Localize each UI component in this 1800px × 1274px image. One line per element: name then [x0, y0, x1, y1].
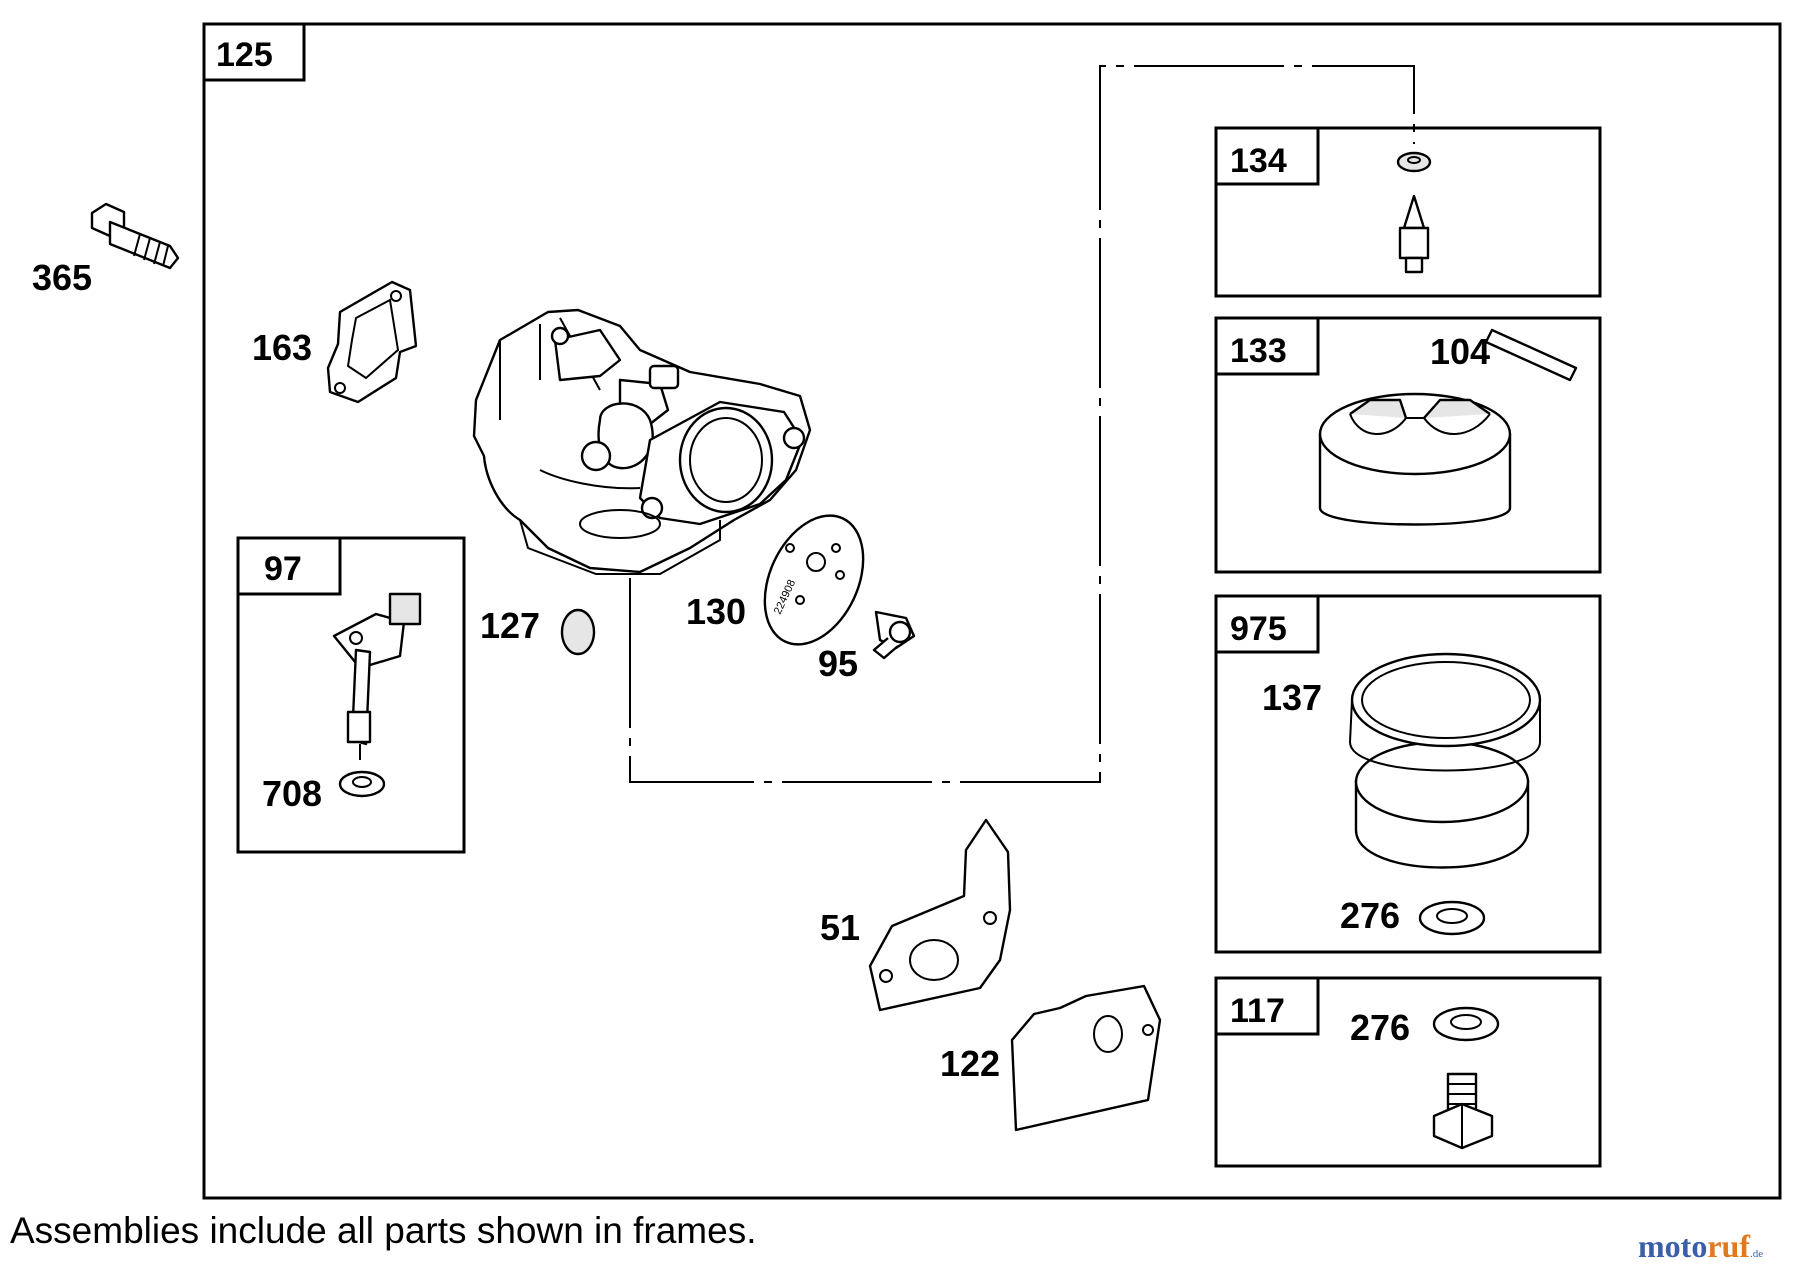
float-bowl-975: [1348, 652, 1542, 869]
callout-104: 104: [1430, 331, 1490, 372]
needle-valve-134: [1396, 151, 1432, 274]
frame-117: [1214, 976, 1602, 1168]
callout-122: 122: [940, 1043, 1000, 1084]
frame-975-label: 975: [1230, 610, 1287, 648]
screw-95: [872, 610, 916, 660]
caption: Assemblies include all parts shown in fr…: [10, 1210, 757, 1251]
carburetor-body: [472, 308, 812, 575]
callout-276-bowl: 276: [1340, 895, 1400, 936]
callout-163: 163: [252, 327, 312, 368]
gasket-163: [326, 280, 418, 404]
watermark-logo: motoruf.de: [1638, 1228, 1764, 1264]
pin-104: [1484, 328, 1578, 382]
frame-117-tab: [1214, 976, 1320, 1036]
frame-133-label: 133: [1230, 332, 1287, 370]
callout-51: 51: [820, 907, 860, 948]
frame-134-tab: [1214, 126, 1320, 186]
gasket-51: [868, 818, 1012, 1012]
float-valve-97: [332, 592, 422, 760]
frame-97-tab: [236, 536, 342, 596]
plug-127: [560, 608, 596, 656]
float-133: [1318, 392, 1512, 526]
callout-95: 95: [818, 643, 858, 684]
callout-708: 708: [262, 773, 322, 814]
callout-137: 137: [1262, 677, 1322, 718]
washer-276-bowl: [1418, 900, 1486, 936]
frame-125-tab: [202, 22, 306, 82]
frame-975-tab: [1214, 594, 1320, 654]
washer-276-bolt: [1432, 1006, 1500, 1042]
frame-134-label: 134: [1230, 142, 1287, 180]
callout-127: 127: [480, 605, 540, 646]
frame-133: [1214, 316, 1602, 574]
frame-133-tab: [1214, 316, 1320, 376]
frame-125-label: 125: [216, 36, 273, 74]
leader-lines: [629, 65, 1415, 783]
insulator-122: [1010, 984, 1162, 1132]
frame-975: [1214, 594, 1602, 954]
frame-134: [1214, 126, 1602, 298]
frame-97: [236, 536, 466, 854]
callout-276-bolt: 276: [1350, 1007, 1410, 1048]
frame-97-label: 97: [264, 550, 302, 588]
washer-708: [338, 770, 386, 798]
callout-365: 365: [32, 257, 92, 298]
bolt-365: [90, 202, 180, 270]
frame-117-label: 117: [1230, 992, 1285, 1030]
frame-125: [202, 22, 1782, 1200]
callout-130: 130: [686, 591, 746, 632]
plate-130: 224908: [763, 514, 865, 646]
bowl-bolt-117: [1432, 1072, 1494, 1150]
